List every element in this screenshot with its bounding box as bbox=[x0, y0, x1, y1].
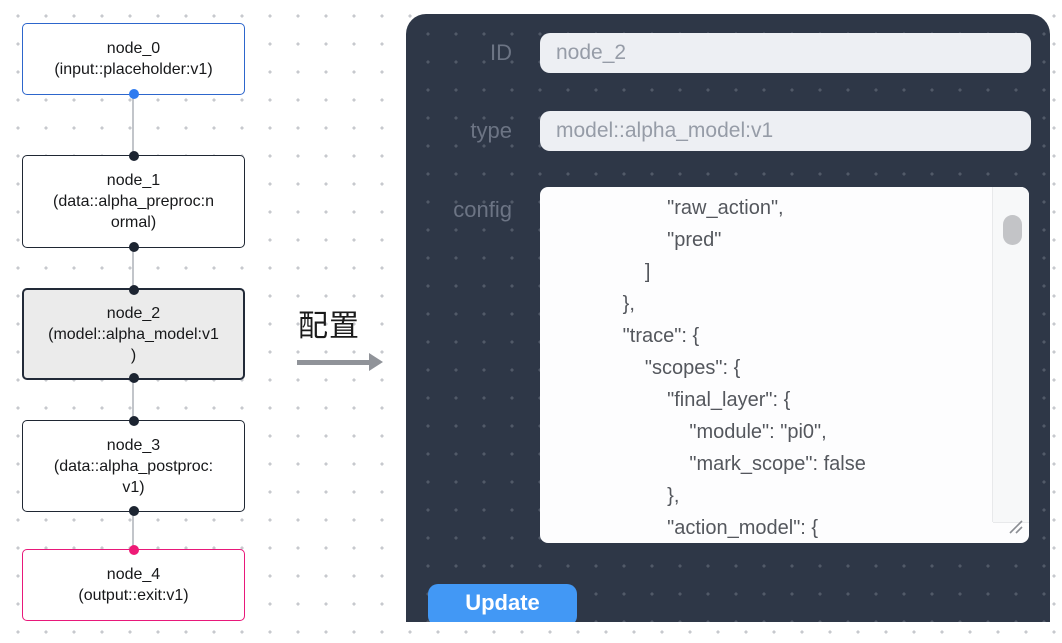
flow-edge bbox=[132, 248, 134, 288]
output-port[interactable] bbox=[128, 89, 139, 99]
output-port[interactable] bbox=[128, 506, 139, 516]
scrollbar-separator bbox=[993, 522, 1029, 523]
transition-annotation: 配置 bbox=[290, 301, 390, 371]
config-json-text[interactable]: "raw_action", "pred" ] }, "trace": { "sc… bbox=[622, 197, 866, 539]
input-port[interactable] bbox=[128, 416, 139, 426]
flow-canvas: node_0 (input::placeholder:v1) node_1 (d… bbox=[0, 0, 280, 643]
config-textarea[interactable]: "raw_action", "pred" ] }, "trace": { "sc… bbox=[540, 187, 1029, 543]
node-label: node_4 (output::exit:v1) bbox=[78, 566, 189, 604]
node-label: node_2 (model::alpha_model:v1 ) bbox=[48, 304, 219, 364]
input-port[interactable] bbox=[128, 545, 139, 555]
id-input[interactable]: node_2 bbox=[540, 33, 1031, 73]
input-port[interactable] bbox=[128, 285, 139, 295]
type-field-label: type bbox=[470, 118, 512, 143]
config-panel: ID node_2 type model::alpha_model:v1 con… bbox=[406, 14, 1050, 622]
scrollbar-thumb[interactable] bbox=[1003, 215, 1022, 245]
id-field-label: ID bbox=[490, 40, 512, 65]
update-button[interactable]: Update bbox=[428, 584, 577, 622]
transition-label: 配置 bbox=[298, 310, 360, 343]
flow-node-node_0[interactable]: node_0 (input::placeholder:v1) bbox=[22, 23, 245, 99]
node-label: node_1 (data::alpha_preproc:n ormal) bbox=[53, 172, 214, 231]
flow-edge bbox=[132, 380, 134, 420]
type-input[interactable]: model::alpha_model:v1 bbox=[540, 111, 1031, 151]
flow-node-node_2[interactable]: node_2 (model::alpha_model:v1 ) bbox=[22, 285, 245, 383]
flow-node-node_3[interactable]: node_3 (data::alpha_postproc: v1) bbox=[22, 416, 245, 516]
input-port[interactable] bbox=[128, 151, 139, 161]
scrollbar-separator bbox=[992, 187, 993, 522]
output-port[interactable] bbox=[128, 242, 139, 252]
flow-edge bbox=[132, 95, 134, 155]
flow-node-node_1[interactable]: node_1 (data::alpha_preproc:n ormal) bbox=[22, 151, 245, 252]
arrow-right-icon bbox=[297, 353, 390, 371]
flow-node-node_4[interactable]: node_4 (output::exit:v1) bbox=[22, 545, 245, 621]
resize-handle-icon[interactable] bbox=[1008, 519, 1026, 540]
node-label: node_0 (input::placeholder:v1) bbox=[54, 40, 213, 78]
flow-edge bbox=[132, 512, 134, 549]
config-field-label: config bbox=[453, 197, 512, 222]
output-port[interactable] bbox=[128, 373, 139, 383]
node-label: node_3 (data::alpha_postproc: v1) bbox=[53, 436, 214, 496]
